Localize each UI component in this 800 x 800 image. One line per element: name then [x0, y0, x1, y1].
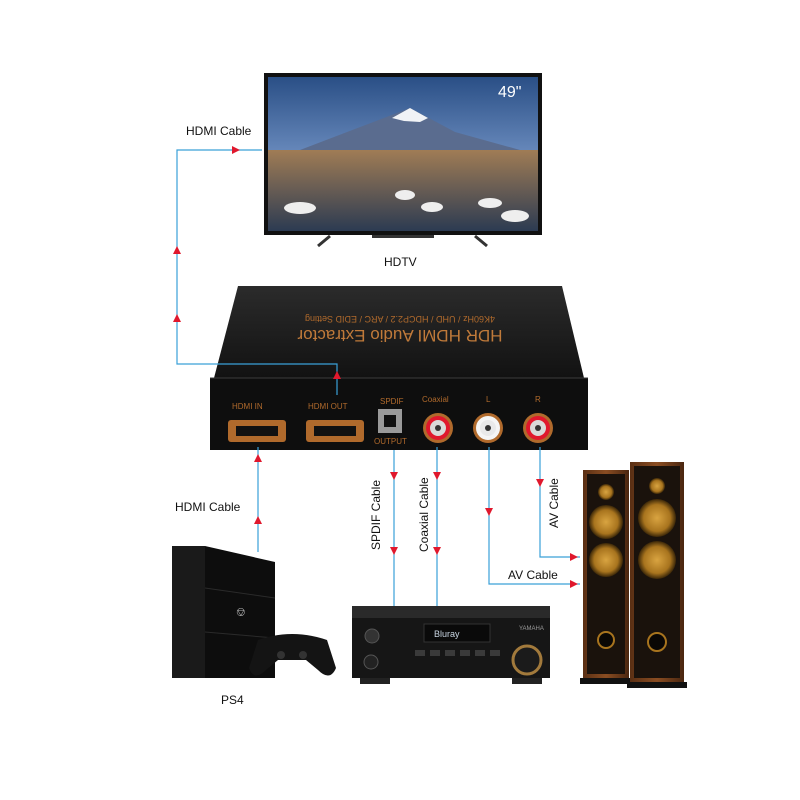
receiver-display — [423, 623, 491, 643]
arrow-coax-down-2 — [433, 547, 441, 555]
tv-size-badge: 49" — [498, 84, 521, 101]
woofer — [589, 543, 623, 577]
arrow-av-h-1 — [570, 553, 578, 561]
arrow-left-up-1 — [173, 314, 181, 322]
audio-extractor-device: HDR HDMI Audio Extractor 4K60Hz / UHD / … — [210, 286, 588, 450]
port-label-spdif: SPDIF — [380, 397, 404, 406]
receiver-input-knob — [363, 654, 379, 670]
tv-label: HDTV — [384, 255, 417, 269]
port-label-left: L — [486, 395, 491, 404]
flow-arrows — [173, 146, 578, 588]
label-spdif-cable: SPDIF Cable — [369, 480, 383, 550]
device-title: HDR HDMI Audio Extractor — [297, 326, 502, 345]
arrow-hdmi-up-out — [333, 371, 341, 379]
bass-port — [597, 631, 615, 649]
arrow-spdif-down-2 — [390, 547, 398, 555]
receiver-power-knob — [364, 628, 380, 644]
arrow-right-down — [536, 479, 544, 487]
tweeter — [598, 484, 614, 500]
gamepad-controller — [249, 634, 336, 676]
label-hdmi-cable-bottom: HDMI Cable — [175, 500, 241, 514]
port-label-right: R — [535, 395, 541, 404]
playstation-logo: ⎊ — [236, 605, 246, 619]
av-receiver: Bluray YAMAHA — [352, 606, 550, 684]
port-label-hdmi-out: HDMI OUT — [308, 402, 348, 411]
port-label-output: OUTPUT — [374, 437, 407, 446]
bass-port — [647, 632, 667, 652]
receiver-display-text: Bluray — [434, 629, 460, 639]
device-top — [214, 286, 584, 378]
arrow-ps4-up-1 — [254, 454, 262, 462]
label-coaxial-cable: Coaxial Cable — [417, 477, 431, 552]
label-ps4: PS4 — [221, 693, 244, 707]
port-label-hdmi-in: HDMI IN — [232, 402, 263, 411]
arrow-left-down — [485, 508, 493, 516]
label-hdmi-cable-top: HDMI Cable — [186, 124, 252, 138]
receiver-brand: YAMAHA — [519, 626, 544, 632]
woofer — [589, 505, 623, 539]
label-av-cable-horizontal: AV Cable — [508, 568, 558, 582]
arrow-spdif-down-1 — [390, 472, 398, 480]
tv-wallpaper-image — [268, 108, 538, 231]
label-av-cable-vertical: AV Cable — [547, 478, 561, 528]
woofer — [638, 541, 676, 579]
arrow-left-up-2 — [173, 246, 181, 254]
hdtv: 49" HDTV — [264, 73, 542, 269]
tv-stand — [317, 234, 488, 248]
cable-left-to-speakers — [488, 447, 580, 585]
tweeter — [649, 478, 665, 494]
port-label-coaxial: Coaxial — [422, 395, 449, 404]
arrow-av-h-2 — [570, 580, 578, 588]
device-subtitle: 4K60Hz / UHD / HDCP2.2 / ARC / EDID Sett… — [305, 314, 495, 324]
arrow-coax-down-1 — [433, 472, 441, 480]
woofer — [638, 499, 676, 537]
arrow-to-tv — [232, 146, 240, 154]
tower-speaker-right — [627, 462, 687, 688]
tower-speaker-left — [580, 470, 632, 684]
arrow-ps4-up-2 — [254, 516, 262, 524]
receiver-volume-knob — [511, 644, 543, 676]
